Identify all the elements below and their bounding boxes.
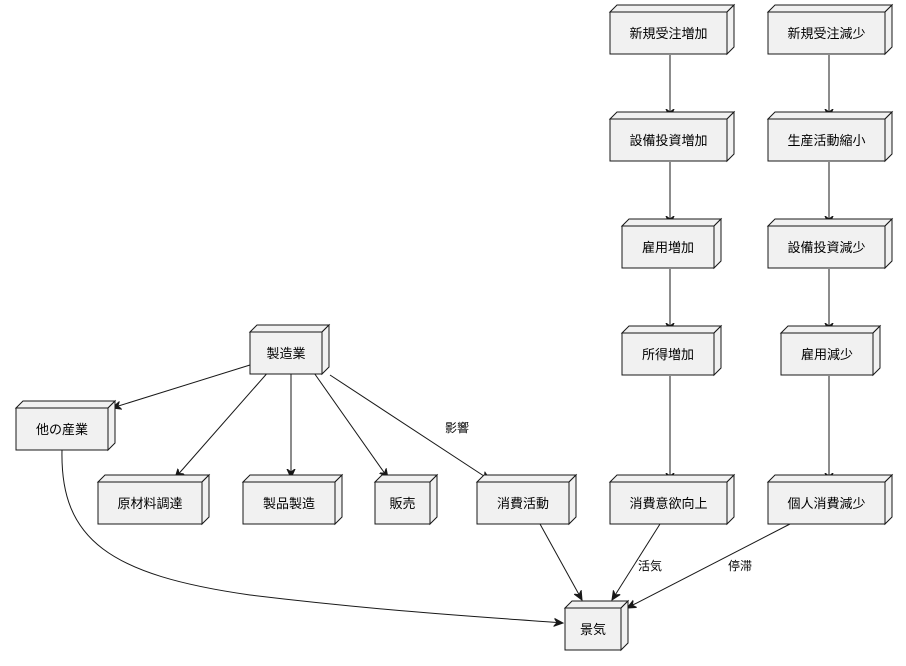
node-label: 雇用増加 xyxy=(642,240,694,256)
node-side-face xyxy=(884,473,893,526)
node-consumer-sentiment-up: 消費意欲向上 xyxy=(608,473,736,526)
edge-personal-consumption-to-economy xyxy=(627,523,791,608)
node-top-face xyxy=(248,324,331,333)
node-side-face xyxy=(713,324,722,377)
edge-other-industry-to-economy xyxy=(61,449,563,623)
node-employment-down: 雇用減少 xyxy=(779,324,882,377)
node-production: 製品製造 xyxy=(241,473,344,526)
node-label: 雇用減少 xyxy=(801,347,853,363)
node-side-face xyxy=(713,217,722,270)
node-front-face xyxy=(15,407,109,451)
node-label: 消費意欲向上 xyxy=(629,496,707,512)
node-label: 所得増加 xyxy=(642,347,694,363)
node-label: 景気 xyxy=(580,622,606,638)
node-new-orders-down: 新規受注減少 xyxy=(766,3,894,56)
node-sales: 販売 xyxy=(373,473,439,526)
node-raw-materials: 原材料調達 xyxy=(96,473,211,526)
node-top-face xyxy=(620,218,723,227)
node-capex-up: 設備投資増加 xyxy=(608,110,736,163)
node-label: 他の産業 xyxy=(36,422,88,438)
node-front-face xyxy=(564,607,622,651)
node-top-face xyxy=(766,218,894,227)
node-side-face xyxy=(620,599,629,652)
node-front-face xyxy=(374,481,431,525)
edge-manufacturing-to-consumption-activity xyxy=(329,374,490,480)
node-side-face xyxy=(429,473,438,526)
node-front-face xyxy=(767,481,886,525)
node-personal-consumption-down: 個人消費減少 xyxy=(766,473,894,526)
node-top-face xyxy=(779,325,882,334)
node-consumption-activity: 消費活動 xyxy=(475,473,578,526)
node-label: 個人消費減少 xyxy=(787,496,865,512)
node-manufacturing: 製造業 xyxy=(248,323,331,376)
node-top-face xyxy=(14,400,117,409)
node-top-face xyxy=(373,474,439,483)
node-side-face xyxy=(726,473,735,526)
node-label: 原材料調達 xyxy=(117,497,182,512)
node-top-face xyxy=(608,111,736,120)
edge-consumer-sentiment-to-economy xyxy=(612,523,661,600)
node-new-orders-up: 新規受注増加 xyxy=(608,3,736,56)
node-side-face xyxy=(568,473,577,526)
node-front-face xyxy=(476,481,570,525)
node-front-face xyxy=(621,332,715,376)
node-label: 生産活動縮小 xyxy=(787,133,865,149)
node-front-face xyxy=(767,225,886,269)
node-side-face xyxy=(107,399,116,452)
edges xyxy=(61,55,829,623)
node-front-face xyxy=(249,331,323,375)
node-front-face xyxy=(97,481,203,525)
node-side-face xyxy=(201,473,210,526)
node-side-face xyxy=(884,110,893,163)
node-label: 設備投資増加 xyxy=(629,133,707,149)
node-top-face xyxy=(96,474,211,483)
node-top-face xyxy=(620,325,723,334)
edge-manufacturing-to-sales xyxy=(311,369,388,478)
node-side-face xyxy=(321,323,330,376)
node-side-face xyxy=(726,110,735,163)
node-front-face xyxy=(767,118,886,162)
edge-manufacturing-to-raw-materials xyxy=(175,369,271,478)
node-side-face xyxy=(872,324,881,377)
node-label: 設備投資減少 xyxy=(787,240,865,256)
node-front-face xyxy=(767,11,886,55)
node-side-face xyxy=(884,3,893,56)
node-economy: 景気 xyxy=(563,599,630,652)
node-front-face xyxy=(621,225,715,269)
node-top-face xyxy=(241,474,344,483)
node-top-face xyxy=(608,474,736,483)
node-front-face xyxy=(780,332,874,376)
node-label: 販売 xyxy=(389,496,415,512)
node-capex-down: 設備投資減少 xyxy=(766,217,894,270)
node-top-face xyxy=(766,474,894,483)
node-front-face xyxy=(609,481,728,525)
node-side-face xyxy=(884,217,893,270)
node-front-face xyxy=(609,118,728,162)
node-label: 消費活動 xyxy=(497,497,549,512)
node-label: 新規受注増加 xyxy=(629,26,707,42)
node-side-face xyxy=(334,473,343,526)
node-income-up: 所得増加 xyxy=(620,324,723,377)
edge-label-influence: 影響 xyxy=(445,420,469,435)
edge-label-stagnation: 停滞 xyxy=(728,558,752,573)
node-top-face xyxy=(563,600,630,609)
node-top-face xyxy=(766,4,894,13)
node-front-face xyxy=(242,481,336,525)
node-production-shrink: 生産活動縮小 xyxy=(766,110,894,163)
node-top-face xyxy=(608,4,736,13)
node-top-face xyxy=(475,474,578,483)
node-top-face xyxy=(766,111,894,120)
node-label: 新規受注減少 xyxy=(787,26,865,42)
edge-label-vitality: 活気 xyxy=(638,558,662,573)
node-other-industry: 他の産業 xyxy=(14,399,117,452)
node-employment-up: 雇用増加 xyxy=(620,217,723,270)
node-front-face xyxy=(609,11,728,55)
node-label: 製品製造 xyxy=(263,497,315,512)
edge-manufacturing-to-other-industry xyxy=(112,364,251,408)
node-side-face xyxy=(726,3,735,56)
edge-consumption-activity-to-economy xyxy=(539,523,582,600)
node-label: 製造業 xyxy=(266,346,305,362)
